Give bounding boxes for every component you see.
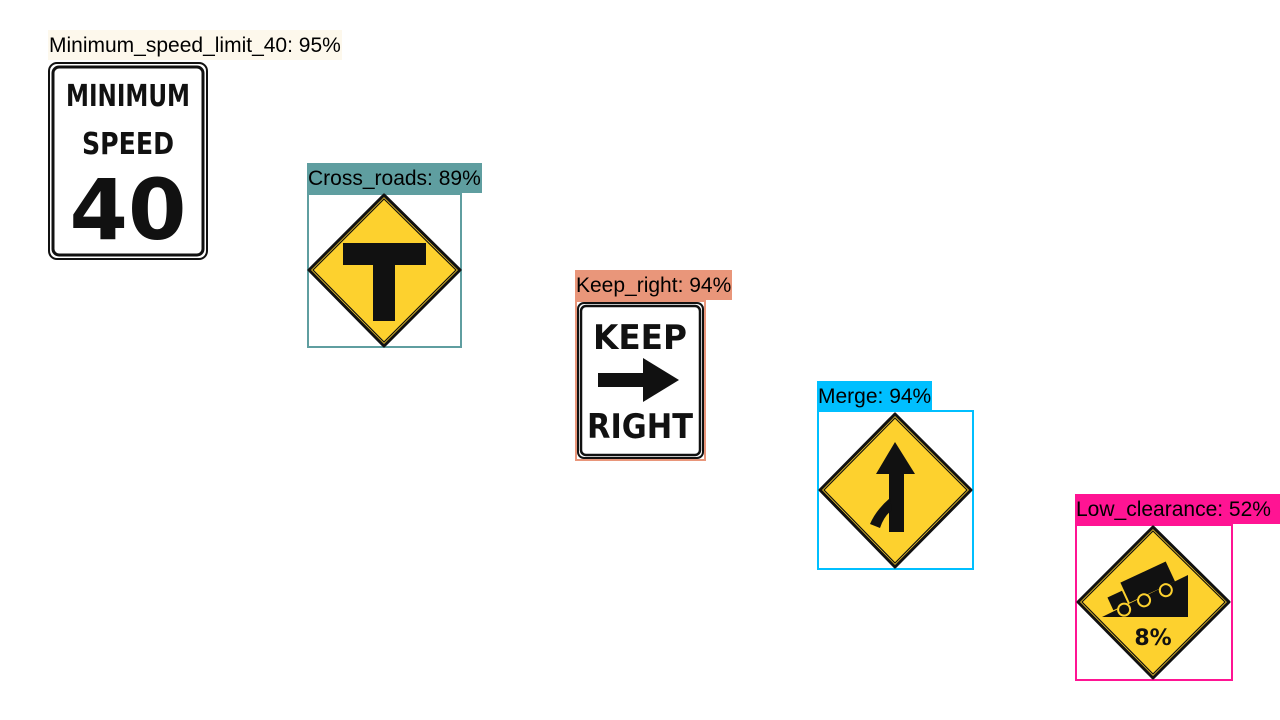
right-arrow-icon bbox=[598, 358, 679, 402]
sign-text-speed: SPEED bbox=[82, 127, 174, 162]
detection-label-keep-right: Keep_right: 94% bbox=[575, 270, 733, 300]
keep-right-sign: KEEP RIGHT bbox=[577, 302, 704, 459]
sign-text-grade: 8% bbox=[1134, 626, 1171, 651]
minimum-speed-sign: MINIMUM SPEED 40 bbox=[48, 62, 208, 260]
detection-box-keep-right bbox=[575, 300, 706, 461]
detection-label-low-clearance: Low_clearance: 52% bbox=[1075, 494, 1280, 524]
steep-grade-sign: 8% bbox=[1076, 525, 1231, 680]
sign-text-40: 40 bbox=[70, 161, 187, 259]
sign-text-keep: KEEP bbox=[593, 318, 687, 358]
t-road-stem bbox=[373, 243, 395, 321]
detection-box-merge bbox=[817, 410, 974, 570]
detection-box-low-clearance bbox=[1075, 524, 1233, 681]
detection-label-merge: Merge: 94% bbox=[817, 381, 933, 411]
detection-label-cross-roads: Cross_roads: 89% bbox=[307, 163, 482, 193]
sign-text-right: RIGHT bbox=[587, 407, 694, 447]
detection-label-minimum-speed: Minimum_speed_limit_40: 95% bbox=[48, 30, 342, 60]
merge-arrow-icon bbox=[870, 442, 915, 532]
merge-sign bbox=[818, 412, 973, 569]
t-intersection-sign bbox=[307, 193, 462, 348]
truck-on-slope-icon bbox=[1102, 561, 1188, 617]
sign-text-minimum: MINIMUM bbox=[66, 79, 190, 114]
